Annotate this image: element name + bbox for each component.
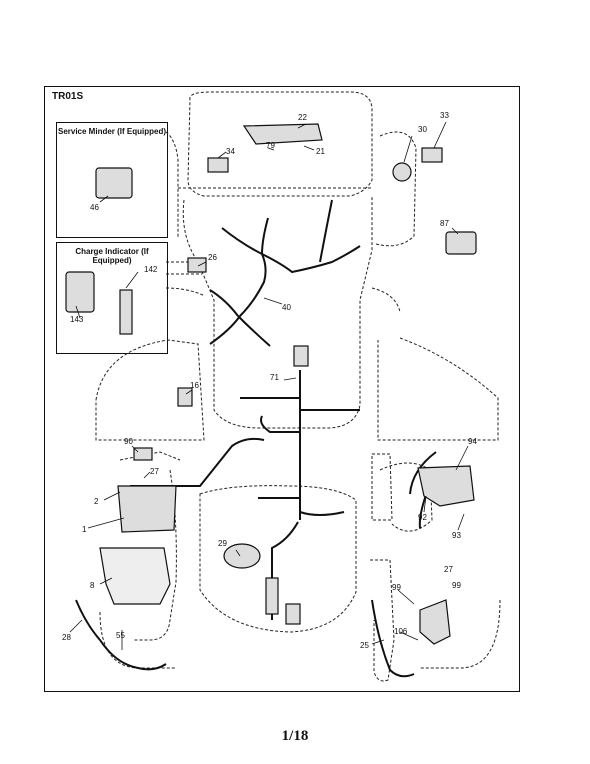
seat-switch-part [417, 465, 475, 507]
fuse-part [223, 543, 261, 569]
diagram-frame [44, 86, 520, 692]
callout-43: 99 [452, 581, 461, 590]
service-minder-part [95, 167, 133, 199]
connector-part [265, 577, 279, 615]
solenoid-part [445, 231, 477, 255]
callout-21: 21 [316, 147, 325, 156]
callout-1: 1 [82, 525, 87, 534]
callout-29: 29 [218, 539, 227, 548]
callout-22: 22 [298, 113, 307, 122]
relay-part [133, 447, 153, 461]
callout-79: 79 [266, 141, 275, 150]
part-callouts: 1 2 8 16 21 22 25 26 27 28 29 30 33 34 4… [62, 111, 477, 650]
switch-part [177, 387, 193, 407]
callout-142: 142 [144, 265, 158, 274]
tractor-outline [95, 91, 501, 682]
key-part [421, 147, 443, 163]
callout-106: 106 [394, 627, 408, 636]
callout-34: 34 [226, 147, 235, 156]
battery-part [117, 485, 177, 533]
wiring-harness [75, 199, 437, 678]
callout-26: 26 [208, 253, 217, 262]
callout-30: 30 [418, 125, 427, 134]
callout-143: 143 [70, 315, 84, 324]
plug-part [187, 257, 207, 273]
diagram-code: TR01S [52, 91, 84, 102]
callout-25: 25 [360, 641, 369, 650]
callout-27a: 27 [150, 467, 159, 476]
callout-40: 40 [282, 303, 291, 312]
callout-92: 92 [418, 513, 427, 522]
page-number: 1/18 [281, 728, 309, 744]
callout-71: 71 [270, 373, 279, 382]
charge-indicator-title: Charge Indicator (If Equipped) [75, 247, 149, 265]
callout-28: 28 [62, 633, 71, 642]
callout-90: 90 [124, 437, 133, 446]
callout-99: 99 [392, 583, 401, 592]
callout-33: 33 [440, 111, 449, 120]
callout-93: 93 [452, 531, 461, 540]
callout-8: 8 [90, 581, 95, 590]
charge-indicator-part [65, 271, 95, 313]
callout-55: 55 [116, 631, 125, 640]
starter-part [419, 599, 451, 645]
callout-94: 94 [468, 437, 477, 446]
charge-indicator-wire [119, 289, 133, 335]
ignition-switch-part [392, 162, 412, 182]
callout-2: 2 [94, 497, 99, 506]
service-minder-title: Service Minder (If Equipped) [57, 127, 166, 136]
leader-lines [69, 121, 469, 650]
battery-box-part [99, 547, 171, 605]
headlight-bar-part [242, 123, 323, 145]
hour-meter-part [207, 157, 229, 173]
callout-46: 46 [90, 203, 99, 212]
module-part [285, 603, 301, 625]
callout-16: 16 [190, 381, 199, 390]
callout-87: 87 [440, 219, 449, 228]
harness-plug-part [293, 345, 309, 367]
callout-27b: 27 [444, 565, 453, 574]
components [65, 123, 477, 645]
